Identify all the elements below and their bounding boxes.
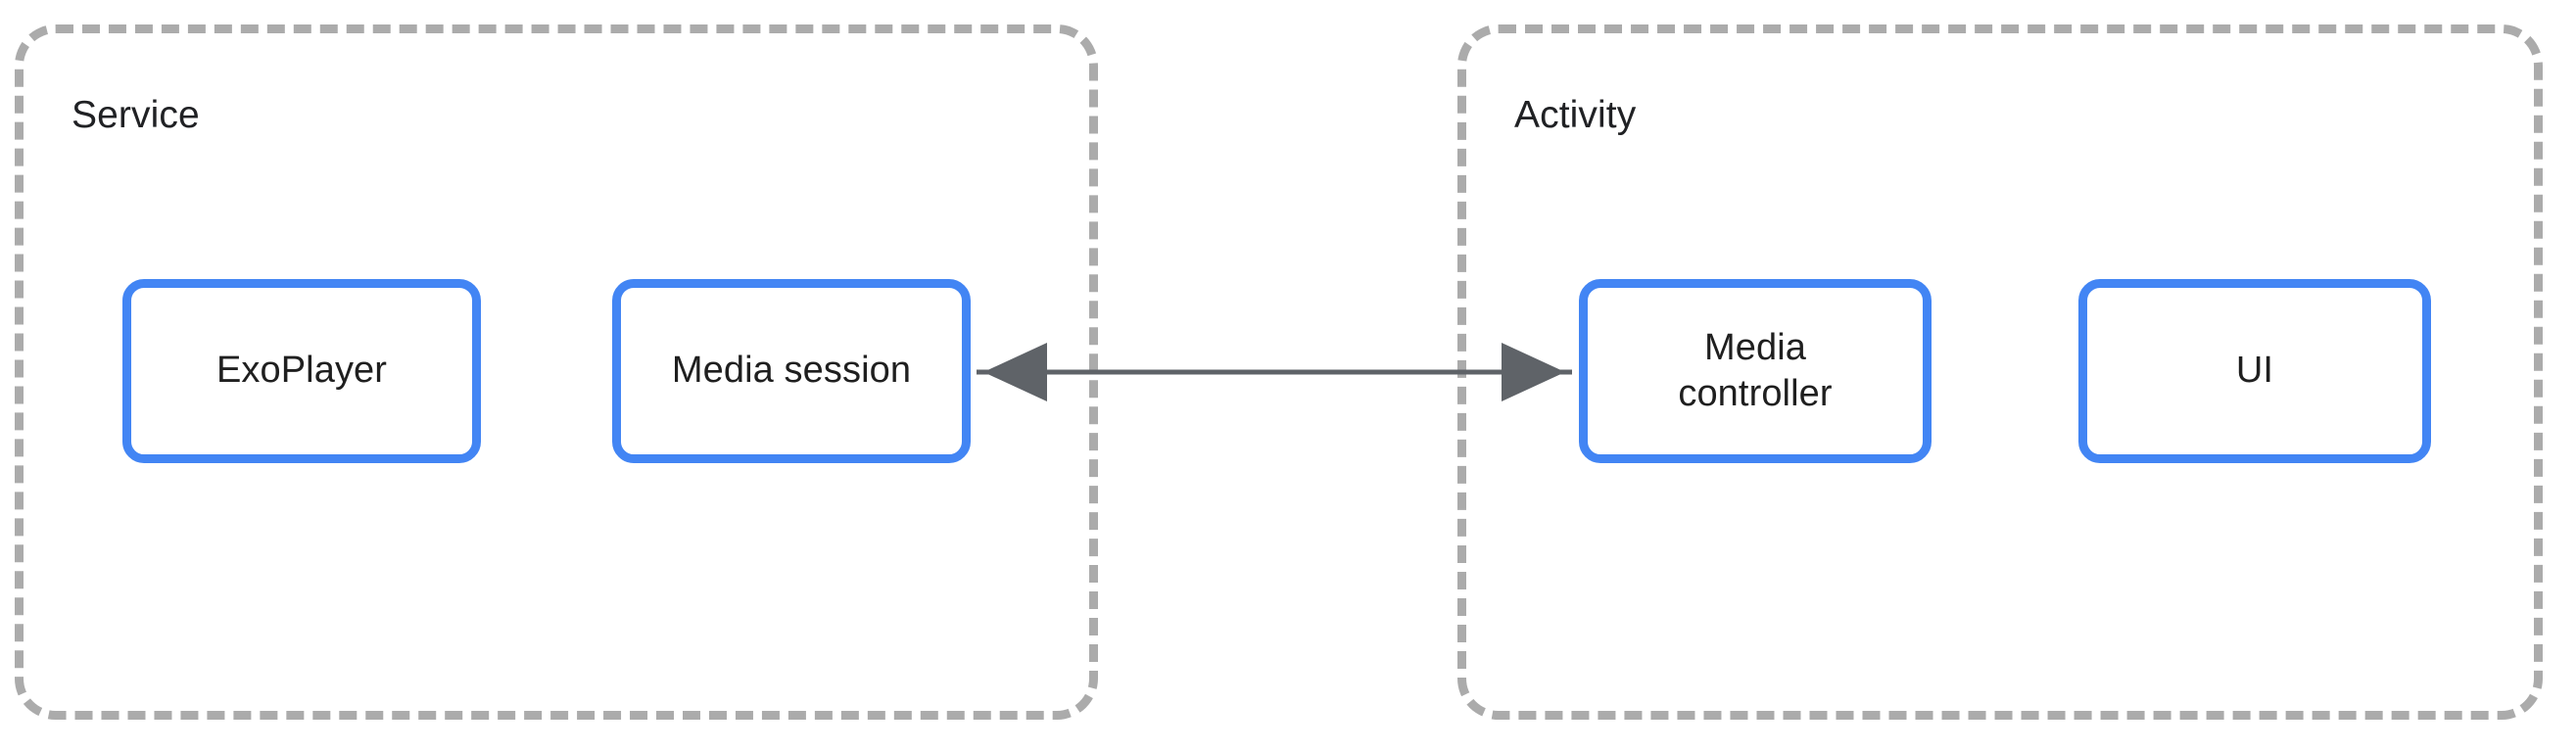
node-exoplayer-label: ExoPlayer — [215, 350, 388, 392]
container-activity-label: Activity — [1514, 94, 1637, 136]
node-media-session-label: Media session — [671, 350, 912, 392]
node-media-session[interactable]: Media session — [612, 279, 971, 463]
node-ui[interactable]: UI — [2078, 279, 2431, 463]
node-media-controller-label: Media controller — [1678, 326, 1833, 415]
node-exoplayer[interactable]: ExoPlayer — [122, 279, 481, 463]
node-media-controller[interactable]: Media controller — [1579, 279, 1932, 463]
container-service-label: Service — [72, 94, 200, 136]
node-ui-label: UI — [2235, 350, 2274, 392]
